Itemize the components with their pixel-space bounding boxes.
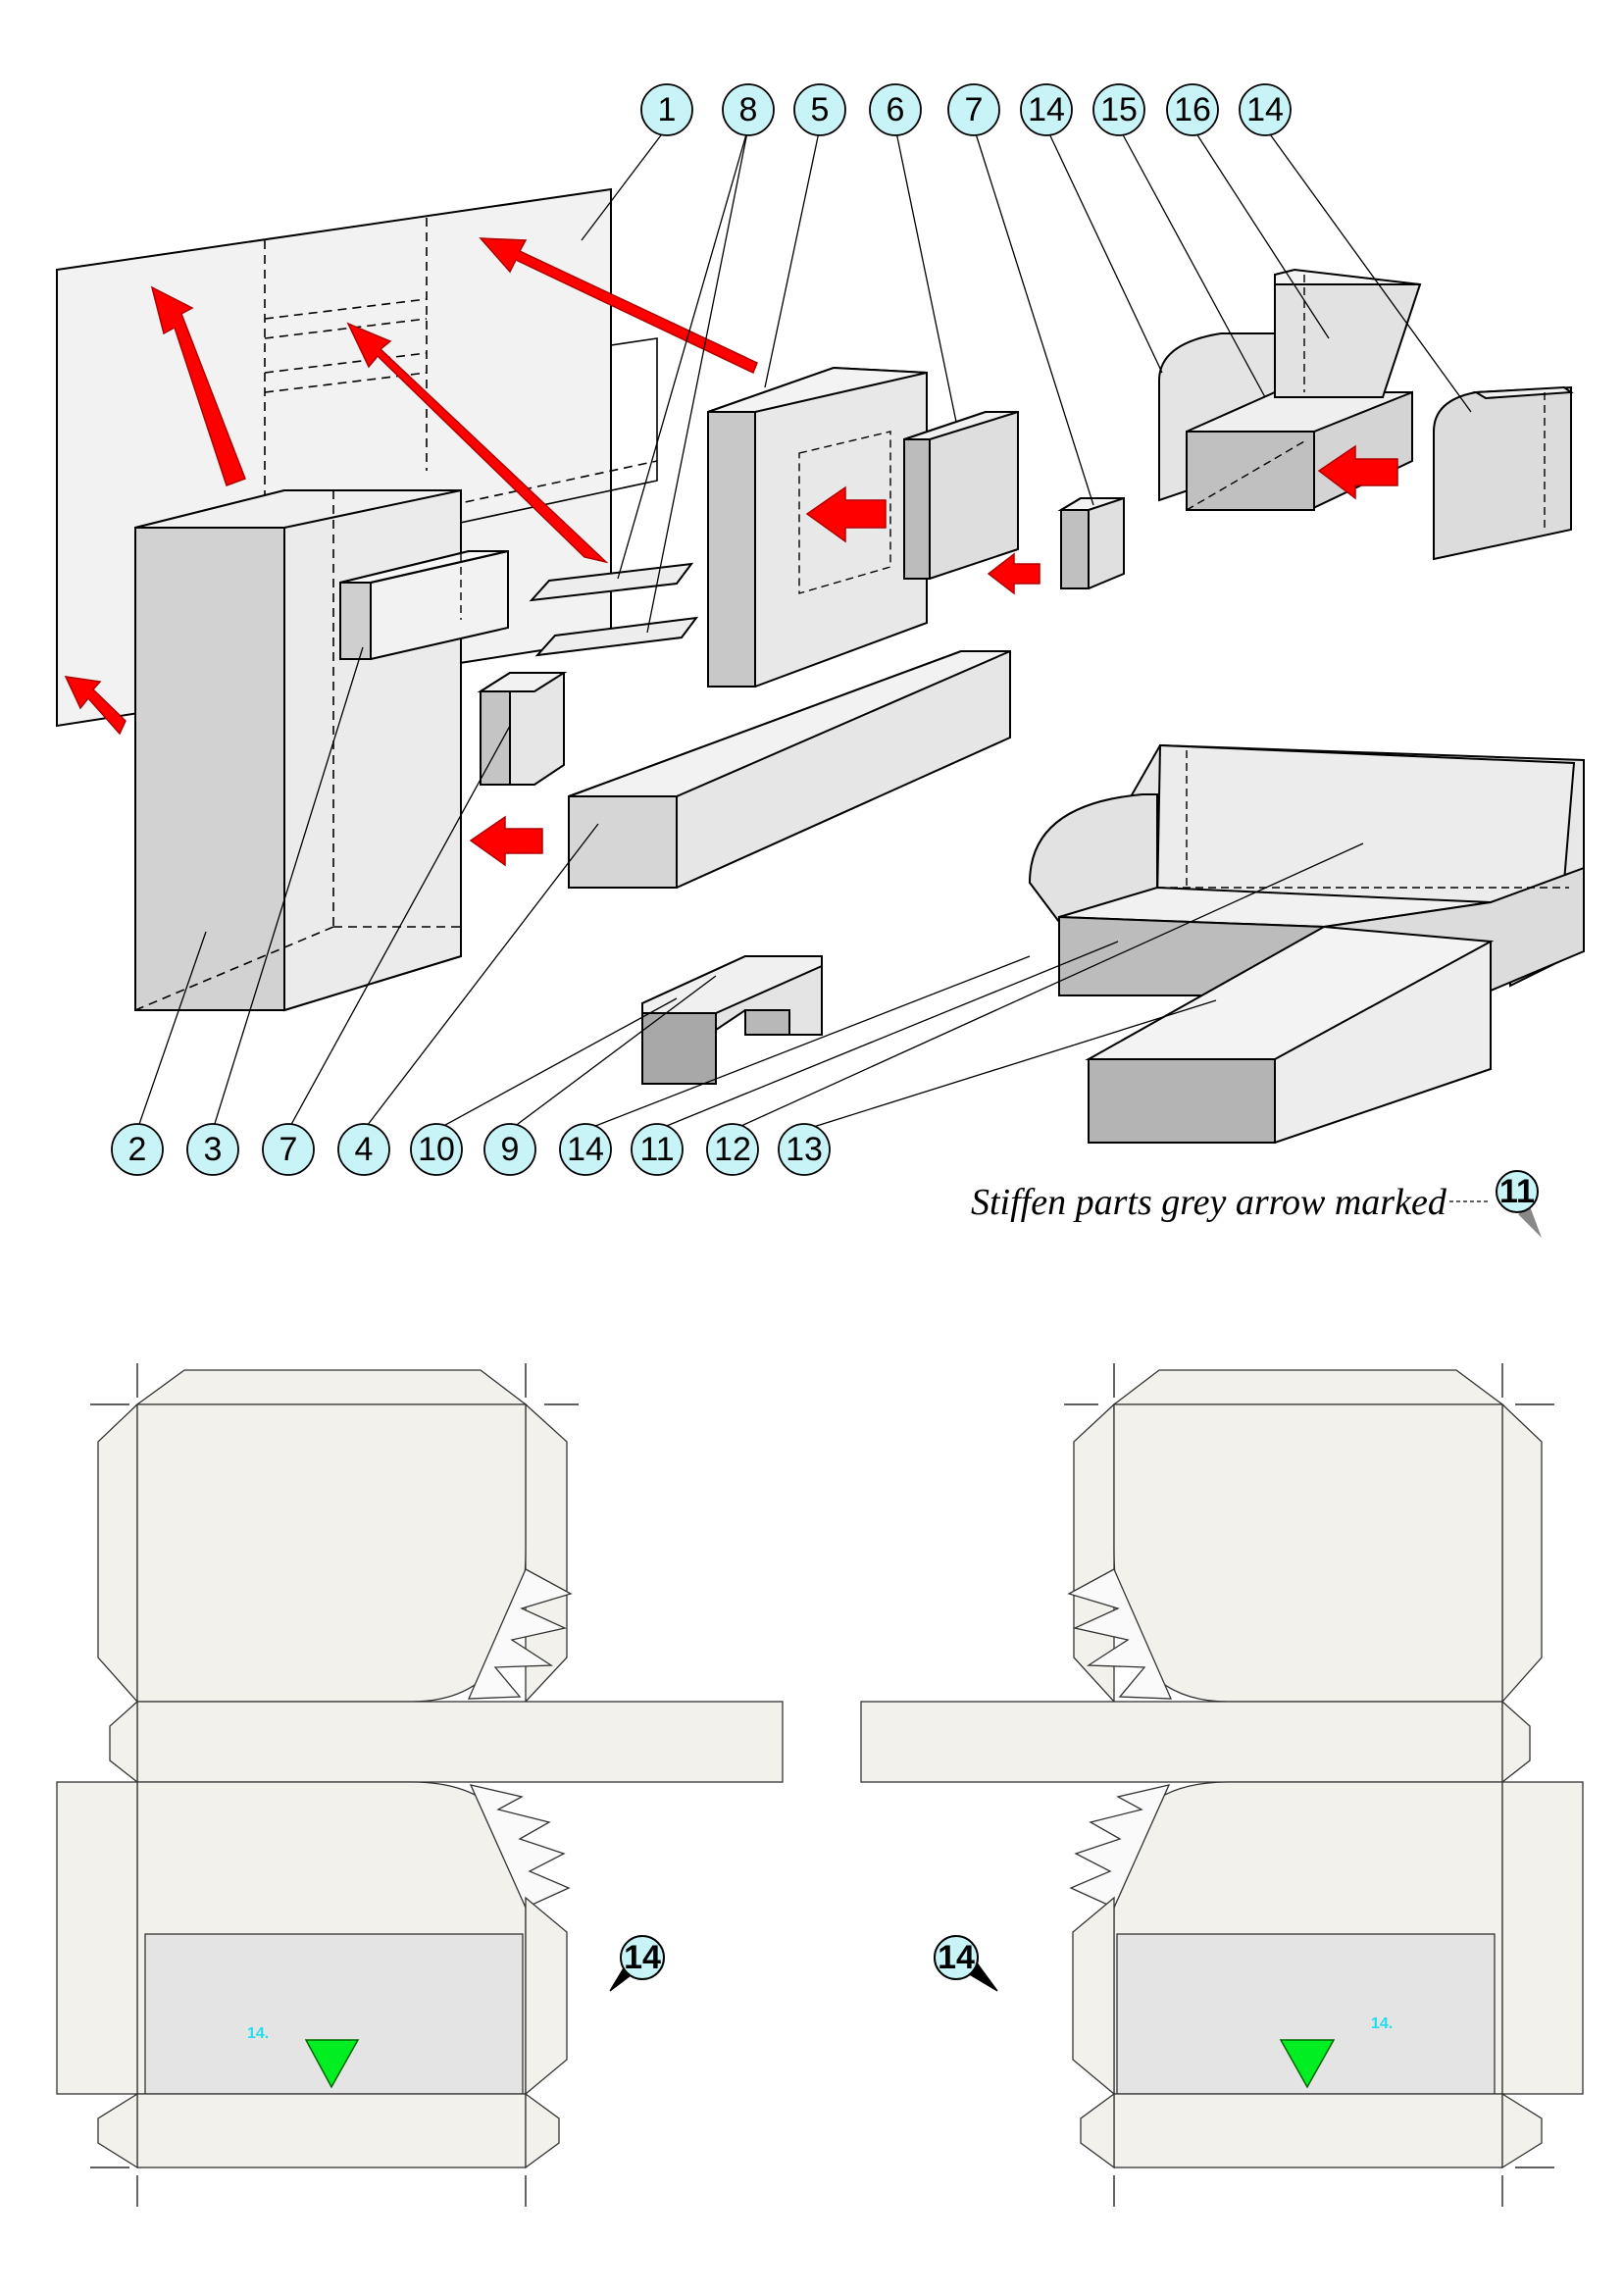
arrow-icon bbox=[479, 237, 758, 375]
svg-text:14: 14 bbox=[1028, 91, 1065, 128]
thin-shelves bbox=[529, 562, 699, 657]
caption-marker-badge bbox=[1496, 1170, 1539, 1213]
svg-text:14: 14 bbox=[624, 1939, 661, 1976]
long-tv-base bbox=[568, 650, 1011, 889]
svg-text:7: 7 bbox=[965, 91, 984, 128]
callout-badge: 14 bbox=[559, 1123, 612, 1176]
part-marker-badge bbox=[620, 1935, 665, 1980]
grey-arrow-icon bbox=[1518, 1206, 1542, 1238]
svg-text:13: 13 bbox=[786, 1131, 823, 1168]
svg-text:14: 14 bbox=[1246, 91, 1284, 128]
svg-text:2: 2 bbox=[128, 1131, 147, 1168]
arrow-icon bbox=[987, 552, 1040, 595]
callout-badge: 16 bbox=[1166, 83, 1219, 136]
svg-text:6: 6 bbox=[887, 91, 905, 128]
part-label: 14. bbox=[247, 2025, 269, 2042]
svg-text:14: 14 bbox=[567, 1131, 604, 1168]
callout-badge: 1 bbox=[640, 83, 693, 136]
coffee-table bbox=[641, 955, 823, 1085]
callout-badge: 14 bbox=[1020, 83, 1073, 136]
svg-text:12: 12 bbox=[714, 1131, 751, 1168]
glue-marker-icon bbox=[1279, 2039, 1336, 2089]
arrow-icon bbox=[64, 676, 127, 736]
callout-badge: 6 bbox=[869, 83, 922, 136]
red-assembly-arrows bbox=[64, 237, 1398, 867]
callouts-top: 1 8 5 6 7 14 15 16 14 bbox=[640, 83, 1292, 136]
callouts-bottom: 2 3 7 4 10 9 14 11 12 13 bbox=[111, 1123, 831, 1176]
callout-badge: 11 bbox=[631, 1123, 684, 1176]
wardrobe-shelf-box bbox=[339, 550, 509, 660]
armchair-side-panel bbox=[1433, 385, 1574, 561]
arrow-icon bbox=[150, 285, 246, 486]
callout-badge: 2 bbox=[111, 1123, 164, 1176]
callout-badge: 12 bbox=[706, 1123, 759, 1176]
arrow-icon bbox=[346, 322, 609, 564]
cutout-pattern-left: 14. 14 bbox=[56, 1363, 784, 2207]
callout-badge: 4 bbox=[337, 1123, 390, 1176]
crop-marks bbox=[1064, 1363, 1554, 2207]
callout-badge: 5 bbox=[793, 83, 846, 136]
svg-text:7: 7 bbox=[279, 1131, 298, 1168]
small-box-right bbox=[1057, 497, 1125, 589]
svg-text:9: 9 bbox=[501, 1131, 520, 1168]
svg-text:3: 3 bbox=[204, 1131, 223, 1168]
arrow-icon bbox=[469, 815, 543, 867]
callout-leader-lines bbox=[136, 127, 1472, 1131]
svg-text:11: 11 bbox=[1499, 1173, 1535, 1210]
callout-badge: 13 bbox=[778, 1123, 831, 1176]
callout-badge: 14 bbox=[1239, 83, 1292, 136]
stiffen-caption: Stiffen parts grey arrow marked 11 bbox=[971, 1170, 1542, 1238]
callout-badge: 10 bbox=[410, 1123, 463, 1176]
svg-text:14: 14 bbox=[938, 1939, 975, 1976]
callout-badge: 15 bbox=[1092, 83, 1145, 136]
svg-text:1: 1 bbox=[658, 91, 677, 128]
svg-text:10: 10 bbox=[418, 1131, 455, 1168]
callout-badge: 9 bbox=[483, 1123, 536, 1176]
svg-text:4: 4 bbox=[355, 1131, 374, 1168]
svg-text:15: 15 bbox=[1100, 91, 1138, 128]
part-label: 14. bbox=[1371, 2015, 1393, 2032]
arrow-icon bbox=[805, 485, 887, 543]
svg-text:5: 5 bbox=[811, 91, 830, 128]
svg-text:11: 11 bbox=[639, 1131, 674, 1168]
exploded-assembly-diagram: 1 8 5 6 7 14 15 16 14 2 3 7 4 10 9 14 11… bbox=[56, 83, 1585, 1176]
arrow-icon bbox=[1317, 444, 1398, 500]
svg-text:8: 8 bbox=[739, 91, 758, 128]
callout-badge: 8 bbox=[722, 83, 775, 136]
tv-panel bbox=[707, 366, 928, 688]
svg-text:16: 16 bbox=[1174, 91, 1211, 128]
crop-marks bbox=[90, 1363, 579, 2207]
part-marker-badge bbox=[934, 1935, 979, 1980]
callout-badge: 7 bbox=[262, 1123, 315, 1176]
corner-sofa bbox=[1028, 743, 1585, 1144]
glue-marker-icon bbox=[304, 2039, 360, 2089]
callout-badge: 3 bbox=[186, 1123, 239, 1176]
armchair bbox=[1158, 268, 1422, 511]
small-box-left bbox=[477, 672, 568, 786]
callout-badge: 7 bbox=[947, 83, 1000, 136]
caption-text: Stiffen parts grey arrow marked bbox=[971, 1182, 1447, 1223]
cutout-pattern-right: 14. 14 bbox=[860, 1363, 1584, 2207]
tv-box bbox=[903, 411, 1019, 580]
